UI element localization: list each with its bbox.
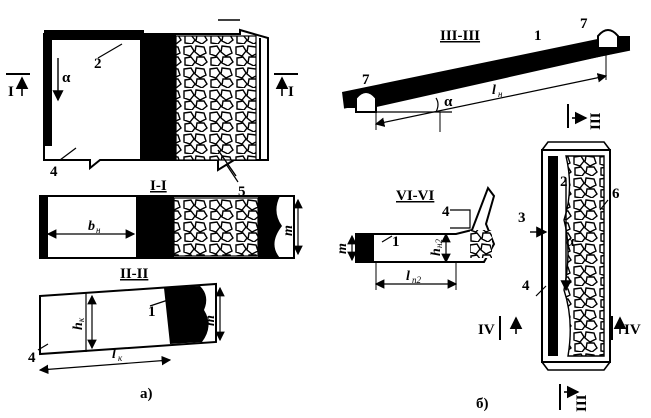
callout-6: 6 [612, 186, 620, 202]
callout-1-a: 1 [148, 304, 156, 320]
callout-2-a: 2 [94, 56, 102, 72]
plan-alpha: α [62, 70, 71, 86]
sec3-alpha: α [444, 94, 453, 110]
dim-h-sub: к [76, 317, 86, 322]
dim-lp-symbol: l [406, 269, 410, 284]
planb-mark-iv-left: IV [478, 322, 495, 338]
planb-rubble [563, 155, 605, 357]
dim-lp-sub: п2 [412, 275, 422, 285]
sec2-pillar [164, 286, 209, 344]
planb-mark-iii-top: III [588, 112, 604, 130]
dim-l-symbol: l [112, 347, 116, 362]
section-iii-iii [342, 29, 631, 132]
callout-7-right: 7 [580, 16, 588, 32]
sec6-outline [355, 185, 496, 263]
dim-lv-sub: н [498, 89, 503, 99]
sec1-seam [258, 196, 282, 258]
dim-h-symbol: h [71, 322, 86, 330]
dim-b-symbol: b [88, 219, 95, 234]
callout-4-a2: 4 [28, 350, 36, 366]
plan-view-a [6, 19, 298, 183]
section-label-vi-vi: VI-VI [396, 188, 434, 204]
callout-2-b: 2 [560, 174, 568, 190]
callout-7-left: 7 [362, 72, 370, 88]
label-a: а) [140, 386, 153, 402]
plan-view-b [499, 104, 627, 410]
sec3-band [342, 36, 630, 108]
plan-pillar [140, 34, 176, 160]
section-ii-ii [37, 282, 225, 375]
section-label-i-i: I-I [150, 178, 167, 194]
planb-alpha: α [566, 234, 575, 250]
plan-rubble [175, 35, 257, 161]
section-label-ii-ii: II-II [120, 266, 149, 282]
arch-right [597, 29, 619, 49]
plan-left-bar [44, 30, 52, 146]
plan-top-bar [44, 30, 144, 40]
callout-4-a: 4 [50, 164, 58, 180]
callout-1-vi: 1 [392, 234, 400, 250]
plan-mark-i-right: I [288, 84, 294, 100]
planb-mark-iv-right: IV [624, 322, 641, 338]
dim-m-sec2: m [203, 315, 218, 326]
planb-mark-iii-bottom: III [574, 394, 590, 412]
dim-m-sec6: m [335, 243, 350, 254]
dim-m-sec1: m [281, 225, 296, 236]
label-b: б) [476, 396, 489, 412]
callout-4-b: 4 [522, 278, 530, 294]
callout-4-vi: 4 [442, 204, 450, 220]
dim-hv-symbol: h [429, 248, 444, 256]
callout-3: 3 [518, 210, 526, 226]
dim-b-sub: н [96, 225, 101, 235]
sec6-rubble [470, 230, 492, 258]
dim-hv-sub: н2 [434, 239, 444, 248]
sec1-pillar [136, 196, 174, 258]
callout-1-b: 1 [534, 28, 542, 44]
sec1-rubble [173, 197, 259, 257]
plan-mark-i-left: I [8, 84, 14, 100]
dim-l-sub: к [118, 353, 123, 363]
arch-left [355, 91, 377, 113]
plan-outline [43, 28, 269, 172]
callout-5: 5 [238, 184, 246, 200]
dim-lv-symbol: l [492, 83, 496, 98]
planb-bar [548, 156, 558, 356]
sec2-outline [39, 282, 217, 356]
section-vi-vi [347, 185, 496, 290]
section-i-i [39, 195, 303, 259]
sec6-seam [356, 234, 374, 262]
section-label-iii-iii: III-III [440, 28, 480, 44]
